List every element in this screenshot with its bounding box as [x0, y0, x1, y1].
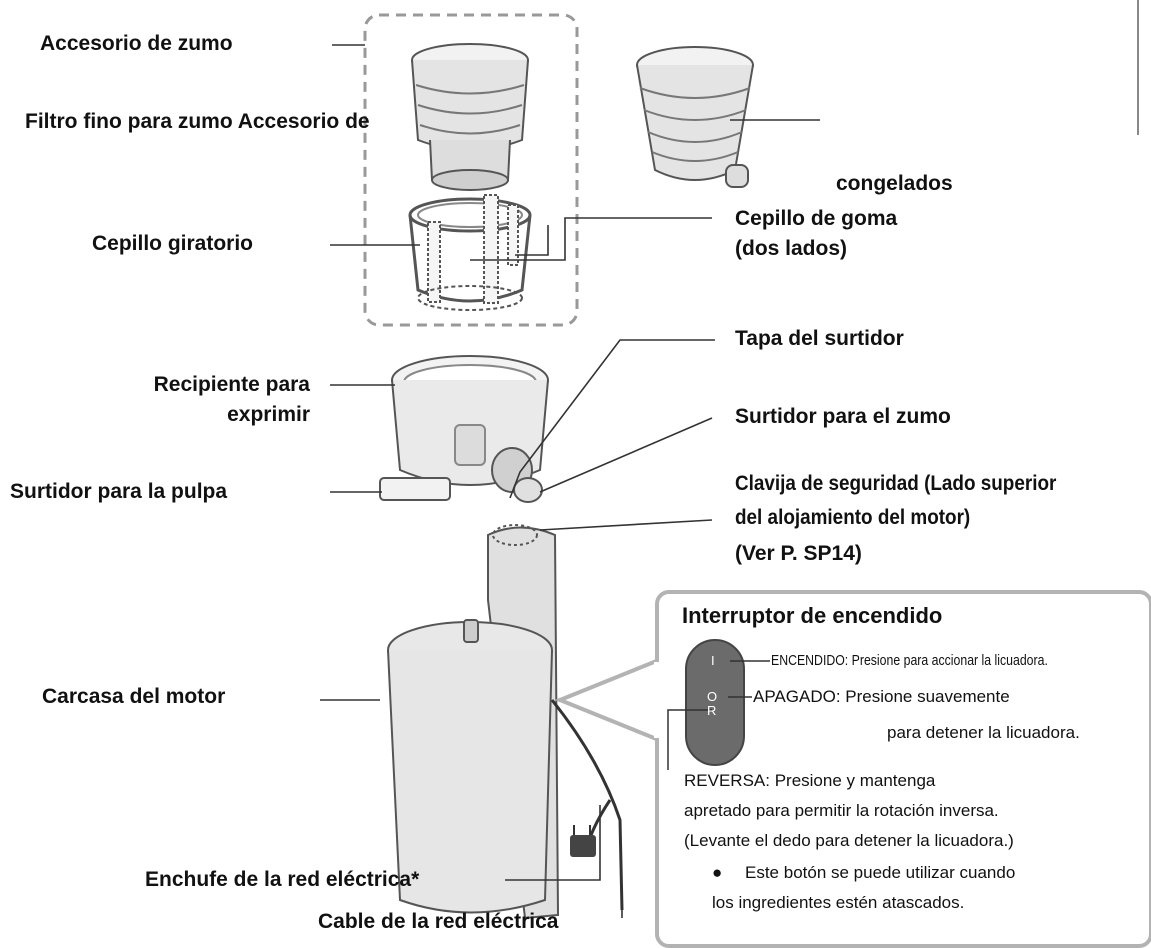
rotating-brush-illustration: [408, 194, 532, 311]
label-power-plug: Enchufe de la red eléctrica*: [145, 868, 420, 891]
label-spout-cap: Tapa del surtidor: [735, 327, 904, 350]
label-rotating-brush: Cepillo giratorio: [92, 232, 254, 255]
motor-housing-illustration: [387, 524, 624, 920]
frozen-accessory-illustration: [636, 46, 754, 188]
switch-reverse-description-2: apretado para permitir la rotación inver…: [684, 801, 999, 820]
switch-note: Este botón se puede utilizar cuando: [745, 863, 1016, 882]
label-power-cord: Cable de la red eléctrica: [318, 910, 559, 933]
leader-lines: [320, 44, 820, 918]
label-pulp-spout: Surtidor para la pulpa: [10, 480, 228, 503]
switch-off-description-2: para detener la licuadora.: [887, 723, 1080, 742]
switch-reverse-description: REVERSA: Presione y mantenga: [684, 771, 936, 790]
label-juice-accessory: Accesorio de zumo: [40, 32, 233, 55]
label-rubber-brush: Cepillo de goma: [735, 207, 898, 230]
label-juicing-bowl: Recipiente para: [153, 373, 310, 396]
switch-note-2: los ingredientes estén atascados.: [712, 893, 965, 912]
juicing-bowl-illustration: [379, 355, 549, 503]
switch-reverse-description-3: (Levante el dedo para detener la licuado…: [684, 831, 1014, 850]
switch-off-description: APAGADO: Presione suavemente: [753, 687, 1010, 706]
label-rubber-brush-sides: (dos lados): [735, 237, 848, 260]
power-switch-illustration: [685, 639, 745, 766]
label-frozen: congelados: [836, 172, 953, 195]
label-fine-filter: Filtro fino para zumo Accesorio de: [25, 110, 370, 133]
label-safety-pin: Clavija de seguridad (Lado superior: [735, 472, 1057, 495]
note-bullet: ●: [712, 863, 723, 882]
label-safety-pin-2: del alojamiento del motor): [735, 506, 971, 529]
switch-on-description: ENCENDIDO: Presione para accionar la lic…: [771, 652, 1048, 669]
accessory-group-box: [363, 13, 579, 327]
label-juice-spout: Surtidor para el zumo: [735, 405, 951, 428]
label-safety-pin-ref: (Ver P. SP14): [735, 542, 862, 565]
label-juicing-bowl-2: exprimir: [227, 403, 310, 426]
switch-panel-title: Interruptor de encendido: [682, 603, 943, 628]
switch-on-mark: I: [711, 653, 715, 668]
switch-reverse-mark: R: [707, 703, 717, 718]
label-motor-housing: Carcasa del motor: [42, 685, 226, 708]
switch-off-mark: O: [707, 689, 718, 704]
page-edge-marker: [1137, 0, 1151, 135]
fine-filter-illustration: [411, 43, 529, 191]
